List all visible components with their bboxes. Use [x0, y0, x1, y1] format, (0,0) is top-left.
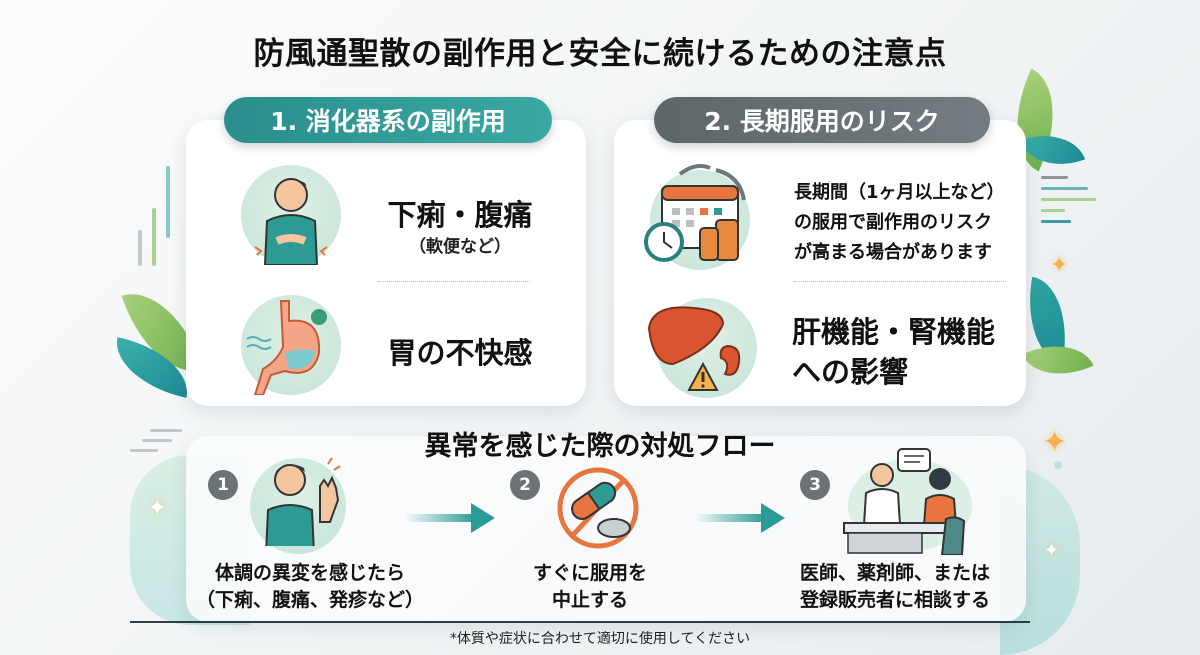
step-line: （下痢、腹痛、発疹など）: [195, 589, 424, 611]
sparkle-icon: ✦: [1044, 540, 1060, 561]
section2-header: 2. 長期服用のリスク: [654, 97, 990, 143]
step-text: すぐに服用を 中止する: [500, 560, 680, 614]
step-text: 体調の異変を感じたら （下痢、腹痛、発疹など）: [190, 560, 430, 614]
item-title: 下痢・腹痛: [387, 198, 533, 232]
step-number: 3: [800, 470, 830, 500]
decor-line: [138, 230, 142, 266]
decor-line: [150, 429, 182, 432]
decor-line: [1041, 220, 1071, 223]
risk-line: の服用で副作用のリスク: [794, 212, 992, 233]
step-line: 医師、薬剤師、または: [799, 562, 990, 584]
step-number: 1: [208, 470, 238, 500]
unwell-person-icon: [250, 457, 346, 554]
item-title: 胃の不快感: [387, 336, 533, 370]
doctor-consultation-icon: [838, 445, 978, 556]
sparkle-icon: ✦: [1050, 253, 1069, 278]
sparkle-icon: ✦: [148, 496, 167, 521]
decor-line: [130, 449, 158, 452]
divider: [378, 281, 530, 282]
step-line: 体調の異変を感じたら: [214, 562, 405, 584]
step-line: 登録販売者に相談する: [799, 589, 990, 611]
risk-line: が高まる場合があります: [794, 242, 992, 263]
footnote: *体質や症状に合わせて適切に使用してください: [449, 631, 751, 647]
stomach-pain-person-icon: [241, 165, 341, 266]
risk-line: 長期間（1ヶ月以上など）: [794, 182, 1005, 203]
flow-arrow-icon: [405, 503, 495, 533]
decor-line: [1041, 187, 1088, 190]
divider: [794, 281, 1006, 282]
decor-line: [166, 166, 170, 238]
step-line: 中止する: [551, 589, 628, 611]
step-text: 医師、薬剤師、または 登録販売者に相談する: [780, 560, 1010, 614]
item-title: 肝機能・腎機能 への影響: [792, 312, 1022, 392]
calendar-medicine-icon: [644, 164, 750, 270]
flow-title: 異常を感じた際の対処フロー: [424, 431, 776, 462]
no-medicine-icon: [556, 466, 640, 550]
decor-line: [142, 439, 172, 442]
item-subtitle: （軟便など）: [409, 237, 511, 257]
liver-kidney-warning-icon: [647, 298, 757, 398]
flow-arrow-icon: [695, 503, 785, 533]
section1-header: 1. 消化器系の副作用: [224, 97, 552, 143]
decor-line: [152, 208, 156, 266]
decor-line: [1041, 209, 1065, 212]
step-line: すぐに服用を: [532, 562, 647, 584]
organ-line: への影響: [792, 355, 909, 389]
risk-description: 長期間（1ヶ月以上など） の服用で副作用のリスク が高まる場合があります: [794, 178, 1034, 268]
organ-line: 肝機能・腎機能: [792, 315, 996, 349]
step-number: 2: [510, 470, 540, 500]
decor-line: [1041, 198, 1096, 201]
page-title: 防風通聖散の副作用と安全に続けるための注意点: [253, 36, 947, 72]
stomach-icon: [241, 295, 341, 396]
sparkle-icon: ✦: [1042, 425, 1068, 460]
decor-line: [1041, 176, 1068, 179]
footer-divider: [130, 621, 1030, 623]
decor-dot: [1054, 461, 1062, 469]
